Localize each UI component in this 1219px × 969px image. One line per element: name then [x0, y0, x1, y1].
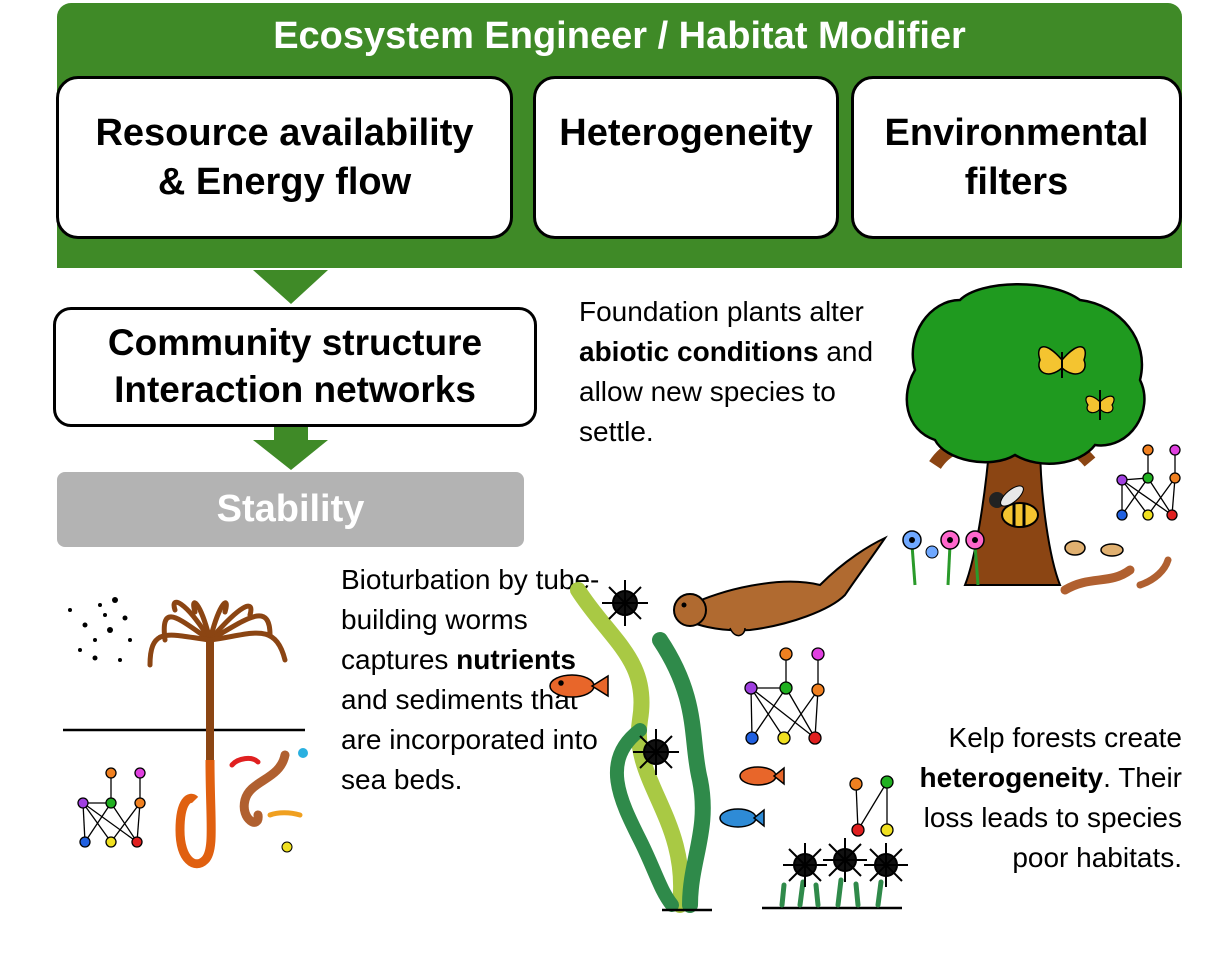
earthworm-icon [229, 748, 308, 853]
community-line1: Community structure [107, 322, 483, 363]
resource-box: Resource availability & Energy flow [56, 76, 513, 239]
filters-box-line1: Environmental [884, 112, 1149, 154]
flowers-icon [902, 530, 985, 586]
kelp-text-bold: heterogeneity [919, 762, 1104, 794]
bioturbation-text-bold: nutrients [456, 644, 576, 676]
insects-icon [1060, 540, 1172, 595]
kelp-text: Kelp forests create heterogeneity. Their… [880, 718, 1182, 878]
arrow-down-1 [253, 270, 328, 304]
community-line2: Interaction networks [114, 369, 476, 411]
community-box: Community structure Interaction networks [53, 307, 537, 427]
bioturbation-text-post: and sediments that are incorporated into… [341, 684, 598, 796]
kelp-text-pre: Kelp forests create [948, 722, 1182, 753]
network-nodes [1116, 444, 1181, 521]
kelp-network-icon [744, 647, 894, 837]
sea-urchin-icon [602, 580, 679, 775]
foundation-text-pre: Foundation plants alter [579, 296, 864, 327]
resource-box-line1: Resource availability [95, 112, 474, 154]
butterfly-icon [1038, 346, 1115, 420]
filters-box-line2: filters [964, 161, 1069, 204]
bioturbation-text-pre: Bioturbation by tube-building worms capt… [341, 564, 600, 676]
kelp-icon [570, 582, 712, 913]
banner-title: Ecosystem Engineer / Habitat Modifier [273, 15, 966, 57]
otter-icon [673, 535, 888, 637]
resource-box-line2: & Energy flow [157, 161, 412, 204]
filters-box: Environmental filters [851, 76, 1182, 239]
tube-worm-icon [147, 599, 288, 869]
fish-icon [549, 674, 785, 828]
bee-icon [989, 485, 1039, 528]
urchin-barren-icon [762, 838, 908, 910]
foundation-text: Foundation plants alter abiotic conditio… [579, 292, 909, 452]
bioturbation-text: Bioturbation by tube-building worms capt… [341, 560, 601, 800]
stability-box: Stability [57, 472, 524, 547]
foundation-text-bold: abiotic conditions [579, 336, 819, 368]
arrow-stem-2 [274, 427, 308, 441]
tree-icon [905, 283, 1146, 586]
kelp-text-post: . Their loss leads to species poor habit… [923, 762, 1182, 874]
particles-icon [68, 597, 132, 662]
foundation-text-post: and allow new species to settle. [579, 336, 874, 448]
worm-network-icon [77, 767, 146, 848]
arrow-down-2 [253, 440, 328, 470]
heterogeneity-box-line1: Heterogeneity [559, 112, 813, 154]
heterogeneity-box: Heterogeneity [533, 76, 839, 239]
